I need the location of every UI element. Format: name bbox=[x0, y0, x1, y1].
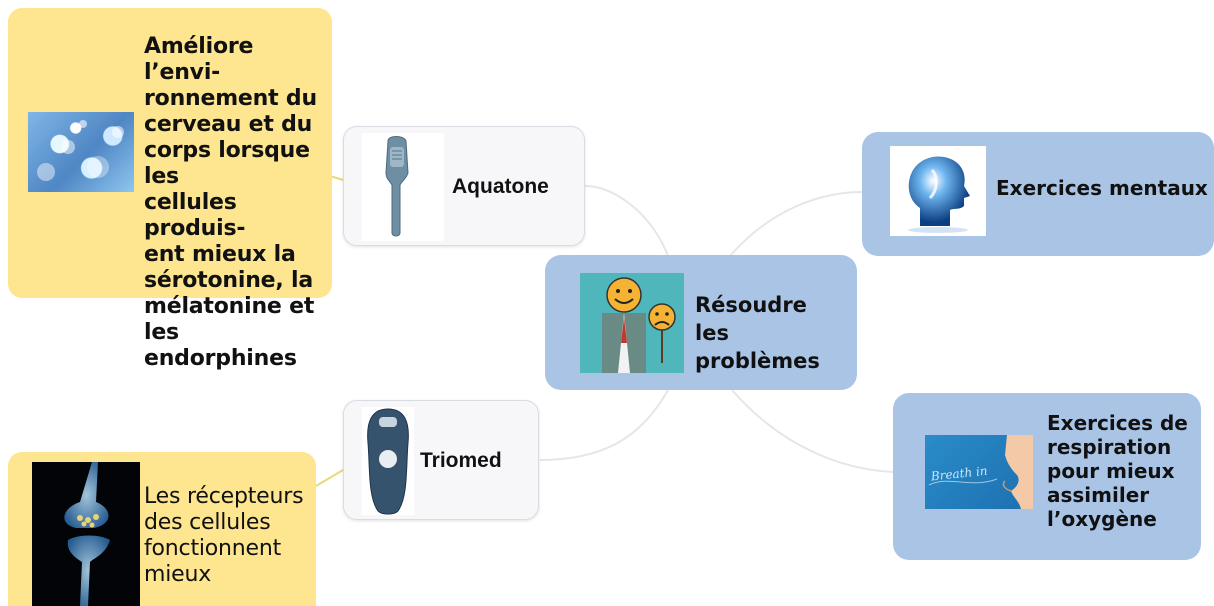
link-center-breath bbox=[731, 389, 896, 473]
note-line: ent mieux la bbox=[144, 242, 296, 267]
breath-label-line: l’oxygène bbox=[1047, 507, 1157, 531]
link-triomed-note bbox=[315, 469, 344, 487]
aquatone-device-image bbox=[362, 133, 444, 241]
link-center-triomed bbox=[539, 389, 669, 461]
breath-node[interactable]: Breath in Exercices de respiration pour … bbox=[893, 393, 1201, 560]
aquatone-device-icon bbox=[385, 136, 409, 237]
aquatone-note-text: Améliore l’envi- ronnement du cerveau et… bbox=[144, 34, 332, 372]
note-line: sérotonine, la bbox=[144, 268, 313, 293]
triomed-note-text: Les récepteurs des cellules fonctionnent… bbox=[144, 484, 316, 588]
head-image bbox=[890, 146, 986, 236]
center-label-line2: les problèmes bbox=[695, 321, 820, 373]
center-node[interactable]: Résoudre les problèmes bbox=[545, 255, 857, 390]
link-center-mental bbox=[729, 191, 863, 257]
note-line: Les récepteurs bbox=[144, 484, 304, 509]
note-line: mieux bbox=[144, 562, 212, 587]
breath-label-line: assimiler bbox=[1047, 483, 1150, 507]
cells-image bbox=[28, 112, 134, 192]
receptor-image bbox=[32, 462, 140, 606]
note-line: ronnement du bbox=[144, 86, 317, 111]
aquatone-note[interactable]: Améliore l’envi- ronnement du cerveau et… bbox=[8, 8, 332, 371]
mind-head-icon bbox=[908, 156, 970, 233]
center-label: Résoudre les problèmes bbox=[695, 291, 857, 375]
aquatone-label: Aquatone bbox=[452, 175, 549, 198]
triomed-note[interactable]: Les récepteurs des cellules fonctionnent… bbox=[8, 452, 316, 606]
triomed-node[interactable]: Triomed bbox=[343, 400, 539, 520]
mental-node[interactable]: Exercices mentaux bbox=[862, 132, 1214, 256]
faces-image bbox=[580, 273, 684, 373]
note-line: corps lorsque les bbox=[144, 138, 310, 189]
note-line: mélatonine et bbox=[144, 294, 315, 319]
link-center-aquatone bbox=[584, 184, 669, 257]
breath-image: Breath in bbox=[925, 435, 1033, 509]
happy-sad-faces-icon bbox=[602, 277, 676, 373]
breath-label-line: pour mieux bbox=[1047, 459, 1175, 483]
breathing-nose-icon: Breath in bbox=[928, 435, 1033, 509]
breath-label-line: respiration bbox=[1047, 435, 1172, 459]
triomed-device-icon bbox=[367, 408, 409, 515]
breath-in-text: Breath in bbox=[929, 464, 988, 484]
note-line: cellules produis- bbox=[144, 190, 246, 241]
triomed-device-image bbox=[362, 407, 414, 515]
note-line: des cellules bbox=[144, 510, 271, 535]
note-line: Améliore l’envi- bbox=[144, 34, 254, 85]
breath-label-line: Exercices de bbox=[1047, 411, 1188, 435]
breath-label: Exercices de respiration pour mieux assi… bbox=[1047, 411, 1188, 531]
note-line: cerveau et du bbox=[144, 112, 313, 137]
center-label-line1: Résoudre bbox=[695, 293, 807, 317]
triomed-label: Triomed bbox=[420, 449, 502, 472]
bubbles-icon bbox=[37, 120, 124, 181]
note-line: fonctionnent bbox=[144, 536, 282, 561]
link-aquatone-note bbox=[329, 175, 344, 181]
aquatone-node[interactable]: Aquatone bbox=[343, 126, 585, 246]
synapse-icon bbox=[64, 462, 110, 606]
note-line: les endorphines bbox=[144, 320, 297, 371]
mental-label: Exercices mentaux bbox=[996, 176, 1208, 200]
